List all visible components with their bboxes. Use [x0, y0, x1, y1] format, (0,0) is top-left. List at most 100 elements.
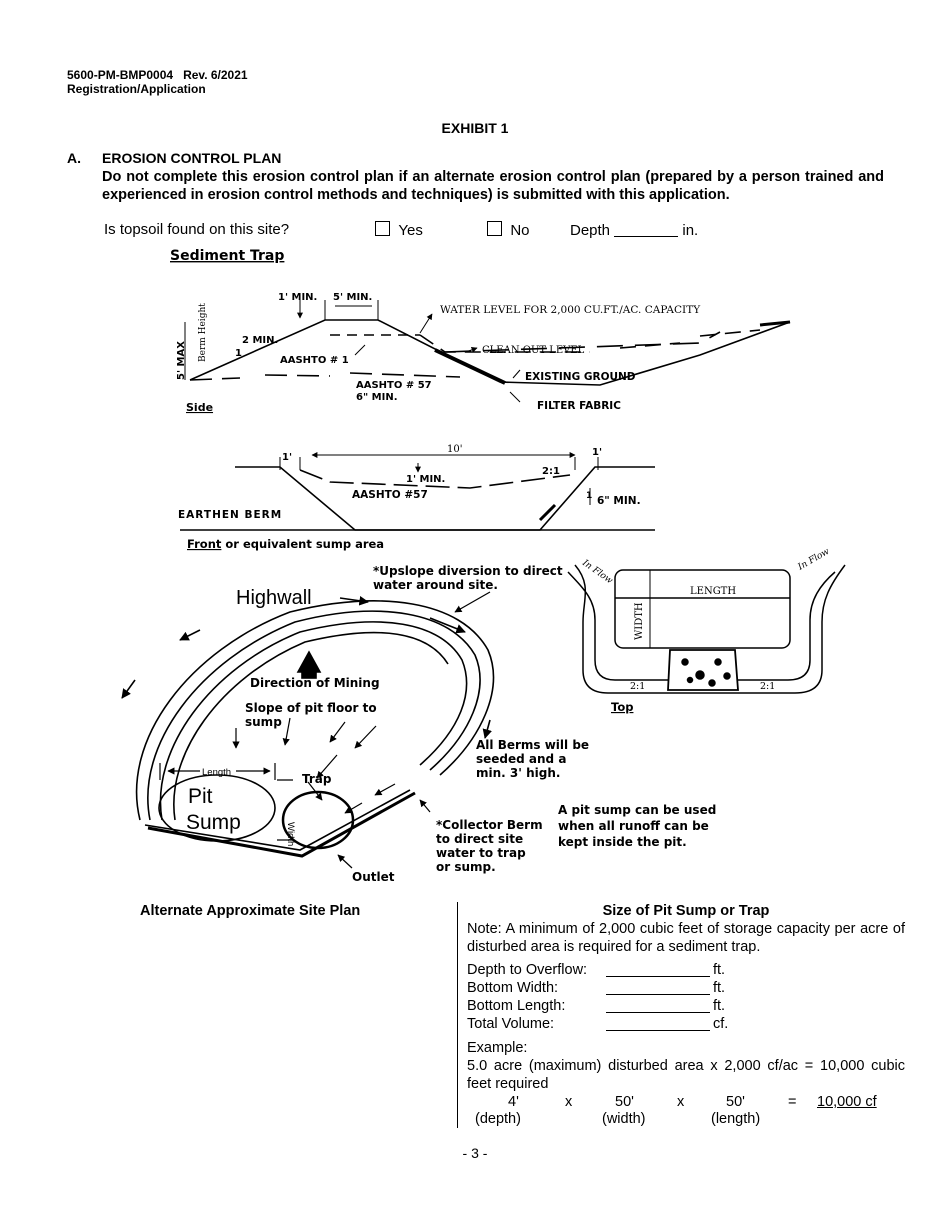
depth-to-overflow-field[interactable] [606, 961, 710, 977]
plan-outlet: Outlet [352, 870, 395, 884]
size-field-unit: cf. [713, 1016, 729, 1032]
front-ratio: 2:1 [542, 466, 560, 477]
side-water-level: WATER LEVEL FOR 2,000 CU.FT./AC. CAPACIT… [440, 304, 701, 316]
sediment-trap-figure: Sediment Trap 1' MIN. 5' MIN. 5' MAX Ber… [121, 248, 846, 884]
plan-upslope-line2: water around site. [373, 578, 498, 592]
topsoil-depth-label: Depth [570, 222, 611, 239]
side-aashto1: AASHTO # 1 [280, 355, 349, 366]
topsoil-question: Is topsoil found on this site? [104, 221, 290, 238]
top-view-diagram [567, 564, 846, 694]
plan-upslope-line1: *Upslope diversion to direct [373, 564, 563, 578]
form-id: 5600-PM-BMP0004 [67, 68, 174, 82]
bottom-length-field[interactable] [606, 997, 710, 1013]
plan-sump: Sump [186, 811, 241, 834]
exhibit-title: EXHIBIT 1 [441, 120, 509, 136]
plan-width: Width [285, 822, 296, 846]
front-view-caption: Front or equivalent sump area [187, 537, 384, 551]
front-one-left: 1' [282, 452, 292, 463]
side-two-min: 2 MIN. [242, 335, 278, 346]
calc-length: 50' [726, 1094, 745, 1110]
topsoil-yes-checkbox[interactable] [375, 221, 390, 236]
top-length: LENGTH [690, 586, 736, 597]
plan-pitsump-line3: kept inside the pit. [558, 835, 687, 849]
front-ten: 10' [447, 444, 462, 455]
topsoil-no-label: No [510, 222, 530, 239]
column-divider [457, 902, 458, 1128]
size-field-label: Bottom Length: [467, 998, 566, 1014]
plan-collector-line3: water to trap [436, 846, 526, 860]
form-type: Registration/Application [67, 82, 206, 96]
plan-slope-line1: Slope of pit floor to [245, 701, 377, 715]
calc-depth-label: (depth) [475, 1111, 521, 1127]
bottom-width-field[interactable] [606, 979, 710, 995]
calc-times-1: x [565, 1094, 573, 1110]
plan-collector-line4: or sump. [436, 860, 496, 874]
calc-equals: = [788, 1094, 797, 1110]
side-view-diagram [184, 300, 791, 403]
plan-trap: Trap [302, 772, 332, 786]
side-one: 1 [235, 348, 242, 359]
side-min5: 5' MIN. [333, 292, 372, 303]
calc-length-label: (length) [711, 1111, 761, 1127]
alternate-site-plan-area[interactable] [140, 925, 440, 1125]
front-earthen-berm: EARTHEN BERM [178, 509, 282, 521]
size-field-unit: ft. [713, 962, 726, 978]
side-max5: 5' MAX [176, 341, 187, 380]
front-one-min: 1' MIN. [406, 474, 445, 485]
side-clean-out: CLEAN OUT LEVEL [482, 345, 585, 356]
side-berm-height: Berm Height [198, 303, 208, 362]
size-title: Size of Pit Sump or Trap [602, 903, 770, 919]
topsoil-yes-label: Yes [398, 222, 423, 239]
topsoil-depth-field[interactable] [614, 221, 679, 237]
size-note: Note: A minimum of 2,000 cubic feet of s… [467, 921, 905, 955]
example-label: Example: [467, 1040, 528, 1056]
side-six-min: 6" MIN. [356, 392, 398, 403]
form-header: 5600-PM-BMP0004 Rev. 6/2021 Registration… [67, 68, 248, 96]
side-view-label: Side [186, 401, 213, 414]
topsoil-no-checkbox[interactable] [487, 221, 502, 236]
side-min1: 1' MIN. [278, 292, 317, 303]
calc-width-label: (width) [602, 1111, 646, 1127]
size-field-label: Bottom Width: [467, 980, 559, 996]
section-title: EROSION CONTROL PLAN [102, 150, 282, 166]
plan-length: Length [202, 767, 231, 778]
example-text: 5.0 acre (maximum) disturbed area x 2,00… [467, 1058, 905, 1092]
calc-times-2: x [677, 1094, 685, 1110]
plan-pitsump-line1: A pit sump can be used [558, 803, 716, 817]
topsoil-no-option[interactable]: No [487, 221, 530, 239]
size-field-row: Depth to Overflow: ft. [467, 961, 905, 979]
size-field-row: Total Volume: cf. [467, 1015, 905, 1033]
side-aashto57: AASHTO # 57 [356, 380, 432, 391]
form-revision: Rev. 6/2021 [183, 68, 248, 82]
plan-pitsump-line2: when all runoff can be [558, 819, 709, 833]
topsoil-depth: Depth in. [570, 221, 698, 239]
top-ratio-left: 2:1 [630, 681, 645, 692]
top-ratio-right: 2:1 [760, 681, 775, 692]
example-calc-labels: (depth) (width) (length) [467, 1110, 905, 1128]
front-view-diagram [180, 452, 655, 531]
pit-plan-diagram [121, 591, 495, 869]
total-volume-field[interactable] [606, 1015, 710, 1031]
plan-direction: Direction of Mining [250, 676, 380, 690]
size-field-unit: ft. [713, 980, 726, 996]
topsoil-yes-option[interactable]: Yes [375, 221, 423, 239]
front-one-right: 1' [592, 447, 602, 458]
plan-pit: Pit [188, 785, 213, 808]
size-fields: Depth to Overflow: ft. Bottom Width: ft.… [467, 961, 905, 1033]
front-view-label: Front [187, 537, 222, 551]
front-six-min: 6" MIN. [597, 495, 641, 507]
calc-depth: 4' [508, 1094, 519, 1110]
top-width: WIDTH [634, 602, 645, 640]
example-calc: 4' x 50' x 50' = 10,000 cf [467, 1093, 905, 1111]
plan-berms-line3: min. 3' high. [476, 766, 560, 780]
plan-collector-line2: to direct site [436, 832, 523, 846]
size-field-row: Bottom Width: ft. [467, 979, 905, 997]
plan-berms-line1: All Berms will be [476, 738, 589, 752]
plan-collector-line1: *Collector Berm [436, 818, 543, 832]
size-field-label: Depth to Overflow: [467, 962, 588, 978]
section-letter: A. [67, 150, 81, 166]
size-field-label: Total Volume: [467, 1016, 555, 1032]
section-instruction: Do not complete this erosion control pla… [102, 169, 884, 203]
page-number: - 3 - [462, 1145, 488, 1161]
top-inflow-right: In Flow [796, 547, 832, 574]
